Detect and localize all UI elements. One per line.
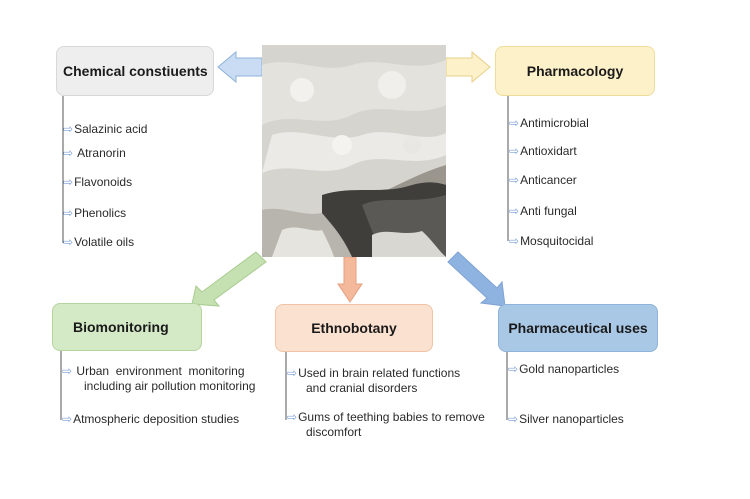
arrow-to-biomonitoring bbox=[191, 251, 267, 307]
chemical-constituents-title: Chemical constiuents bbox=[63, 63, 208, 79]
arrow-bullet-icon: ⇨ bbox=[63, 175, 74, 189]
arrow-bullet-icon: ⇨ bbox=[509, 234, 520, 248]
pharmacology-item: ⇨Anti fungal bbox=[509, 204, 577, 218]
pharmacology-item: ⇨Anticancer bbox=[509, 173, 577, 187]
biomonitoring-item-continuation: including air pollution monitoring bbox=[84, 379, 256, 393]
arrow-bullet-icon: ⇨ bbox=[63, 235, 74, 249]
arrow-to-pharmaceutical bbox=[447, 251, 506, 307]
chemical-constituents-box: Chemical constiuents bbox=[56, 46, 214, 96]
arrow-bullet-icon: ⇨ bbox=[509, 204, 520, 218]
pharmacology-item: ⇨Antimicrobial bbox=[509, 116, 589, 130]
ethnobotany-box: Ethnobotany bbox=[275, 304, 433, 352]
ethnobotany-item-continuation: and cranial disorders bbox=[306, 381, 418, 395]
pharmaceutical-uses-box: Pharmaceutical uses bbox=[498, 304, 658, 352]
arrow-bullet-icon: ⇨ bbox=[509, 173, 520, 187]
chemical-item: ⇨Flavonoids bbox=[63, 175, 133, 189]
arrow-to-chemical bbox=[217, 50, 263, 84]
arrow-bullet-icon: ⇨ bbox=[509, 116, 520, 130]
lichen-photo bbox=[262, 45, 446, 257]
pharmaceutical-uses-title: Pharmaceutical uses bbox=[508, 320, 648, 336]
pharmacology-title: Pharmacology bbox=[526, 63, 624, 79]
arrow-to-ethnobotany bbox=[337, 256, 363, 303]
chemical-item: ⇨Volatile oils bbox=[63, 235, 135, 249]
arrow-bullet-icon: ⇨ bbox=[63, 206, 74, 220]
ethnobotany-item-continuation: discomfort bbox=[306, 425, 362, 439]
pharmacology-item: ⇨Mosquitocidal bbox=[509, 234, 594, 248]
arrow-bullet-icon: ⇨ bbox=[287, 366, 298, 380]
chemical-item: ⇨Salazinic acid bbox=[63, 122, 148, 136]
ethnobotany-item: ⇨Gums of teething babies to remove bbox=[287, 410, 485, 424]
biomonitoring-box: Biomonitoring bbox=[52, 303, 202, 351]
biomonitoring-item: ⇨Atmospheric deposition studies bbox=[62, 412, 240, 426]
arrow-bullet-icon: ⇨ bbox=[287, 410, 298, 424]
biomonitoring-title: Biomonitoring bbox=[73, 319, 169, 335]
pharmacology-item: ⇨Antioxidart bbox=[509, 144, 577, 158]
arrow-bullet-icon: ⇨ bbox=[509, 144, 520, 158]
biomonitoring-item: ⇨ Urban environment monitoring bbox=[62, 364, 245, 378]
chemical-item: ⇨Phenolics bbox=[63, 206, 127, 220]
arrow-bullet-icon: ⇨ bbox=[63, 146, 74, 160]
ethnobotany-item: ⇨Used in brain related functions bbox=[287, 366, 461, 380]
arrow-bullet-icon: ⇨ bbox=[62, 364, 73, 378]
arrow-bullet-icon: ⇨ bbox=[62, 412, 73, 426]
arrow-bullet-icon: ⇨ bbox=[508, 362, 519, 376]
arrow-bullet-icon: ⇨ bbox=[63, 122, 74, 136]
arrow-to-pharmacology bbox=[445, 50, 491, 84]
pharmaceutical-item: ⇨Gold nanoparticles bbox=[508, 362, 620, 376]
chemical-item: ⇨Atranorin bbox=[63, 146, 126, 160]
pharmacology-box: Pharmacology bbox=[495, 46, 655, 96]
arrow-bullet-icon: ⇨ bbox=[508, 412, 519, 426]
ethnobotany-title: Ethnobotany bbox=[311, 320, 397, 336]
pharmaceutical-item: ⇨Silver nanoparticles bbox=[508, 412, 624, 426]
